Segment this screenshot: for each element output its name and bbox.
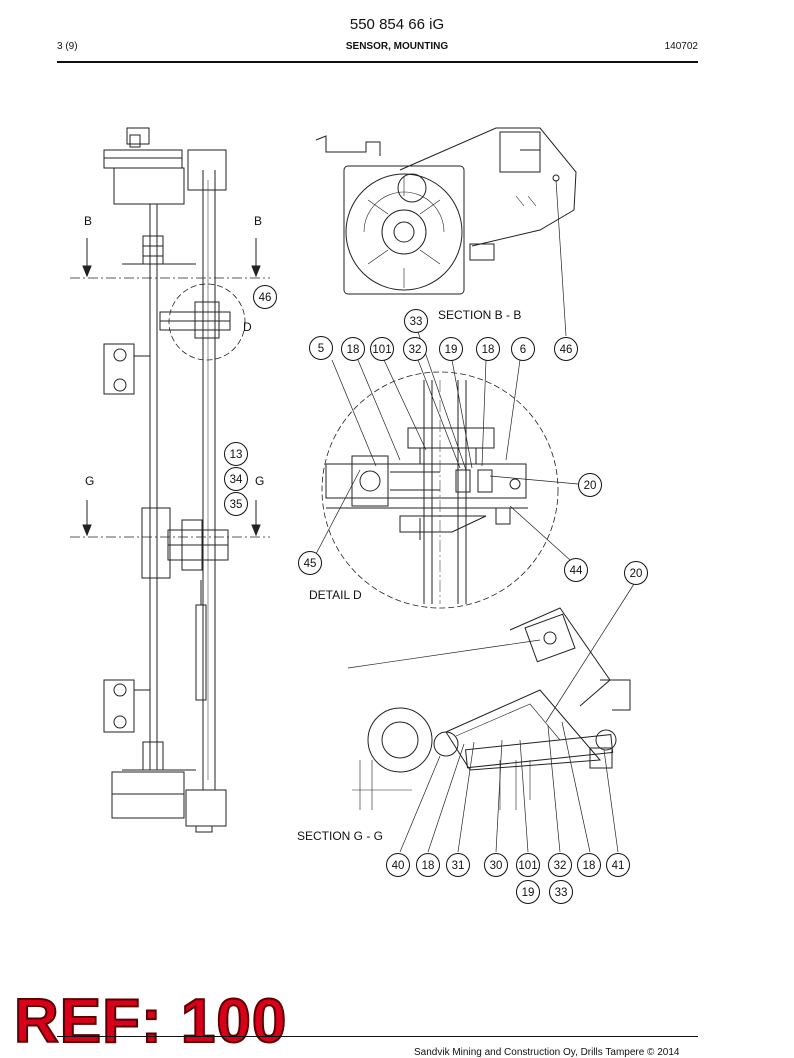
section-letter-g-right: G [255,474,265,488]
footer-divider [57,1036,698,1037]
mast-elevation-view [70,127,270,833]
item-balloon-32: 32 [403,337,427,361]
item-balloon-44: 44 [564,558,588,582]
item-balloon-33: 33 [404,309,428,333]
item-balloon-46: 46 [554,337,578,361]
item-balloon-20: 20 [624,561,648,585]
item-balloon-101: 101 [370,337,394,361]
item-balloon-45: 45 [298,551,322,575]
view-title-detail-d: DETAIL D [309,588,362,602]
page-indicator: 3 (9) [57,41,78,52]
item-balloon-6: 6 [511,337,535,361]
item-balloon-34: 34 [224,467,248,491]
section-bb-view [315,127,577,337]
detail-letter-d: D [243,320,252,334]
item-balloon-18: 18 [476,337,500,361]
item-balloon-46: 46 [253,285,277,309]
item-balloon-30: 30 [484,853,508,877]
reference-watermark: REF: 100 [13,986,288,1057]
item-balloon-18: 18 [577,853,601,877]
item-balloon-5: 5 [309,336,333,360]
item-balloon-33: 33 [549,880,573,904]
item-balloon-31: 31 [446,853,470,877]
item-balloon-40: 40 [386,853,410,877]
item-balloon-32: 32 [548,853,572,877]
section-gg-view [347,583,635,853]
view-title-section-bb: SECTION B - B [438,308,522,322]
item-balloon-41: 41 [606,853,630,877]
item-balloon-19: 19 [516,880,540,904]
header-divider [57,61,698,63]
item-balloon-18: 18 [341,337,365,361]
revision-date: 140702 [664,41,698,52]
section-letter-b-left: B [84,214,93,228]
section-letter-g-left: G [85,474,95,488]
page-title: SENSOR, MOUNTING [345,41,449,52]
item-balloon-18: 18 [416,853,440,877]
document-number: 550 854 66 iG [349,16,445,33]
view-title-section-gg: SECTION G - G [297,829,384,843]
item-balloon-35: 35 [224,492,248,516]
item-balloon-101: 101 [516,853,540,877]
section-letter-b-right: B [254,214,263,228]
item-balloon-20: 20 [578,473,602,497]
item-balloon-13: 13 [224,442,248,466]
detail-d-view [315,331,579,609]
item-balloon-19: 19 [439,337,463,361]
